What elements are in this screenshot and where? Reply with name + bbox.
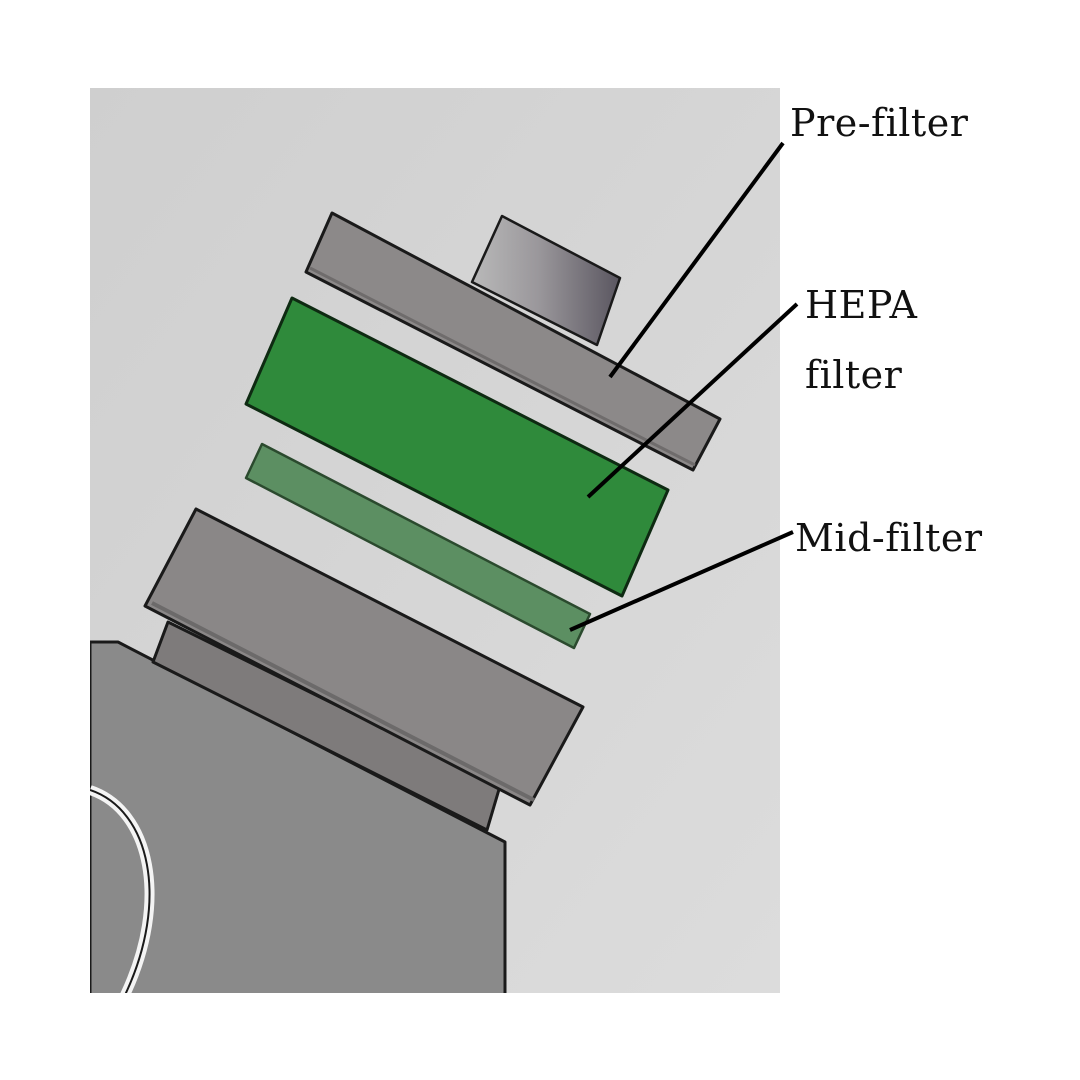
hepa-leader-line: [586, 302, 799, 499]
hepa-label-line1: HEPA: [805, 283, 917, 327]
hepa-label-line2: filter: [805, 353, 903, 397]
pre-filter-leader-line: [608, 141, 785, 379]
pre-filter-label: Pre-filter: [790, 101, 969, 145]
mid-filter-leader-line: [569, 530, 794, 632]
pre-filter-plate: [304, 211, 722, 472]
housing-opening-edge: [90, 789, 151, 993]
base-ring: [143, 507, 585, 807]
pre-filter-plate-edge: [309, 266, 696, 467]
housing-body: [90, 640, 507, 993]
mid-filter: [244, 442, 592, 650]
base-ring-shadow: [151, 601, 535, 802]
mid-filter-label: Mid-filter: [795, 516, 983, 560]
hepa-filter: [244, 296, 670, 598]
pre-filter-knob: [470, 214, 622, 347]
